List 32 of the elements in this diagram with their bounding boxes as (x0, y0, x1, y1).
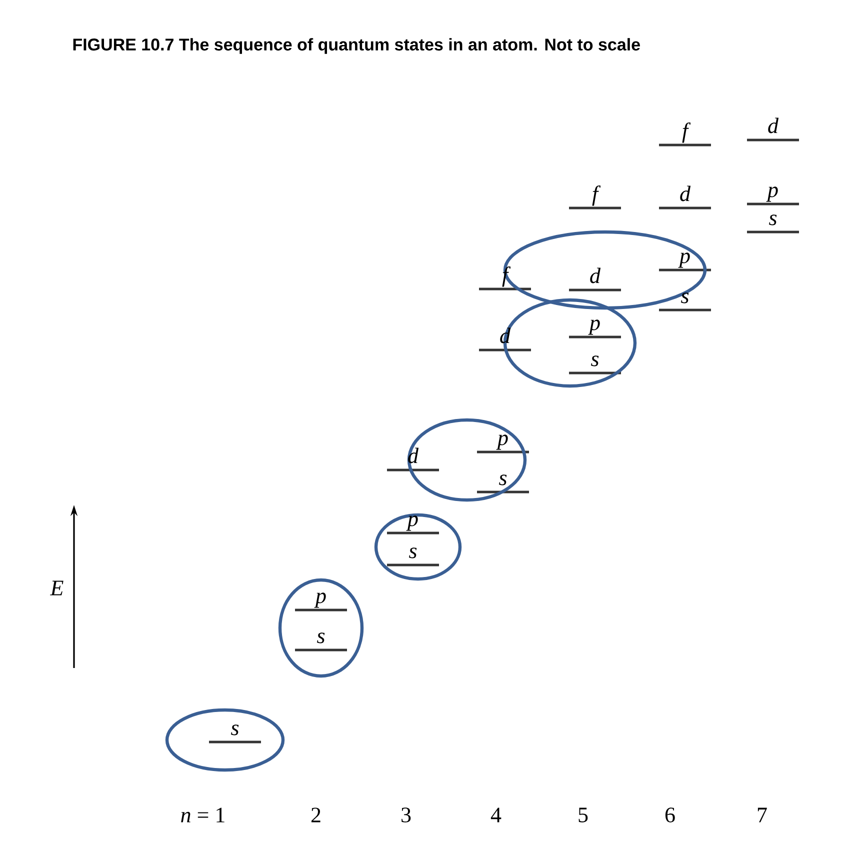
shell-number: 3 (402, 808, 411, 822)
orbital-letter: s (590, 356, 599, 366)
shell-number: 5 (578, 808, 588, 822)
orbital-letter: p (406, 516, 418, 531)
highlight-ellipse (374, 513, 462, 581)
orbital-letter: s (408, 548, 417, 558)
shell-number: 7 (758, 808, 767, 822)
shell-number: 2 (311, 808, 320, 822)
orbital-letter: s (316, 632, 325, 644)
highlight-ellipse (165, 708, 285, 772)
axis-label: E (50, 580, 64, 596)
orbital-letter: p (678, 252, 690, 268)
orbital-letter: f (682, 122, 691, 143)
orbital-letter: d (768, 118, 779, 134)
orbital-letter: p (766, 186, 778, 202)
orbital-letter: s (768, 214, 777, 226)
highlight-ellipse (407, 418, 527, 502)
shell-number: 4 (490, 808, 502, 822)
shell-number: n = 1 (181, 808, 224, 822)
orbital-letter: f (592, 186, 601, 206)
orbital-letter: d (680, 186, 691, 202)
shell-number: 6 (665, 808, 675, 822)
orbital-letter: s (230, 724, 239, 736)
orbital-letter: p (588, 320, 600, 335)
orbital-letter: d (590, 268, 601, 284)
highlight-ellipse (278, 578, 364, 678)
highlight-ellipse (503, 230, 707, 310)
figure-caption: FIGURE 10.7 The sequence of quantum states in an atom. Not to scale (73, 38, 640, 54)
orbital-letter: s (680, 292, 689, 304)
orbital-letter: p (314, 592, 326, 608)
orbital-letter: p (496, 434, 508, 450)
orbital-letter: s (498, 474, 507, 486)
